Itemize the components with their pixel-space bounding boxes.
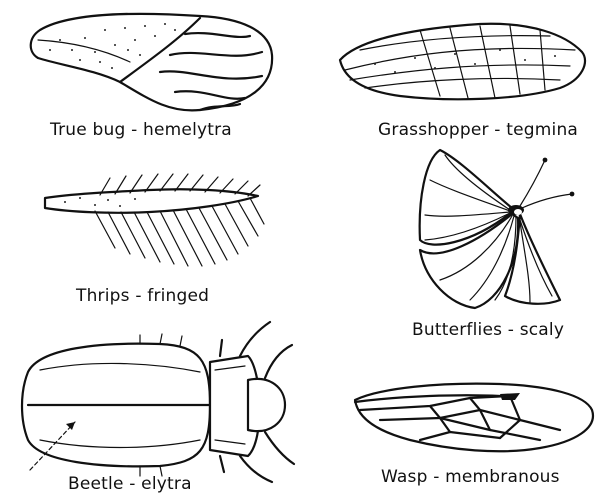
butterfly-scaly-illustration: [420, 150, 575, 308]
thrips-fringed-illustration: [45, 174, 264, 266]
beetle-caption: Beetle - elytra: [68, 474, 192, 494]
beetle-elytra-illustration: [22, 322, 294, 482]
true-bug-hemelytra-illustration: [31, 14, 272, 111]
thrips-caption: Thrips - fringed: [76, 286, 209, 306]
butterflies-caption: Butterflies - scaly: [412, 320, 564, 340]
wasp-caption: Wasp - membranous: [381, 467, 560, 487]
grasshopper-caption: Grasshopper - tegmina: [378, 120, 578, 140]
wasp-membranous-illustration: [355, 384, 593, 452]
grasshopper-tegmina-illustration: [340, 24, 585, 99]
true-bug-caption: True bug - hemelytra: [50, 120, 232, 140]
